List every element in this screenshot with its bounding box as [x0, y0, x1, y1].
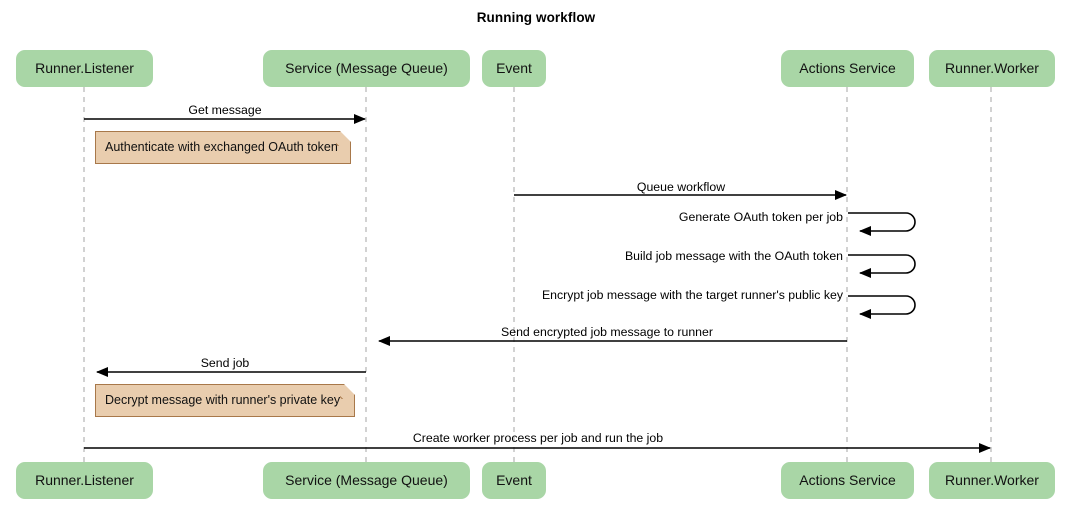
- participant-label: Service (Message Queue): [285, 472, 448, 488]
- message-arrows: [84, 114, 991, 453]
- participant-label: Event: [496, 60, 532, 76]
- note-dogear-edge-icon: [340, 384, 355, 399]
- message-label-create-worker-process: Create worker process per job and run th…: [412, 431, 664, 445]
- message-label-get-message: Get message: [188, 103, 262, 117]
- participant-label: Runner.Worker: [945, 60, 1039, 76]
- page-title: Running workflow: [476, 10, 596, 25]
- message-label-build-job-message: Build job message with the OAuth token: [624, 249, 843, 263]
- participant-header-actions-service[interactable]: Actions Service: [781, 50, 914, 87]
- message-label-send-encrypted-job-message: Send encrypted job message to runner: [501, 325, 713, 339]
- message-label-queue-workflow: Queue workflow: [636, 180, 726, 194]
- participant-footer-service-mq[interactable]: Service (Message Queue): [263, 462, 470, 499]
- participant-footer-event[interactable]: Event: [482, 462, 546, 499]
- participant-header-runner-listener[interactable]: Runner.Listener: [16, 50, 153, 87]
- participant-header-service-mq[interactable]: Service (Message Queue): [263, 50, 470, 87]
- participant-label: Actions Service: [799, 60, 896, 76]
- participant-label: Event: [496, 472, 532, 488]
- lifelines: [83, 87, 992, 462]
- participant-footer-runner-worker[interactable]: Runner.Worker: [929, 462, 1055, 499]
- participant-label: Runner.Listener: [35, 60, 134, 76]
- participant-label: Service (Message Queue): [285, 60, 448, 76]
- note-decrypt: Decrypt message with runner's private ke…: [95, 384, 355, 417]
- note-text: Authenticate with exchanged OAuth token: [105, 140, 338, 154]
- participant-footer-actions-service[interactable]: Actions Service: [781, 462, 914, 499]
- message-label-generate-oauth-token: Generate OAuth token per job: [678, 210, 843, 224]
- note-authenticate: Authenticate with exchanged OAuth token: [95, 131, 351, 164]
- message-label-encrypt-job-message: Encrypt job message with the target runn…: [541, 288, 843, 302]
- participant-header-event[interactable]: Event: [482, 50, 546, 87]
- note-text: Decrypt message with runner's private ke…: [105, 393, 341, 407]
- participant-header-runner-worker[interactable]: Runner.Worker: [929, 50, 1055, 87]
- participant-label: Actions Service: [799, 472, 896, 488]
- participant-label: Runner.Worker: [945, 472, 1039, 488]
- message-label-send-job: Send job: [200, 356, 250, 370]
- participant-label: Runner.Listener: [35, 472, 134, 488]
- message-selfloop-build-job-message: [848, 254, 916, 278]
- participant-footer-runner-listener[interactable]: Runner.Listener: [16, 462, 153, 499]
- message-selfloop-generate-oauth-token: [848, 212, 916, 236]
- note-dogear-edge-icon: [336, 131, 351, 146]
- message-selfloop-encrypt-job-message: [848, 295, 916, 319]
